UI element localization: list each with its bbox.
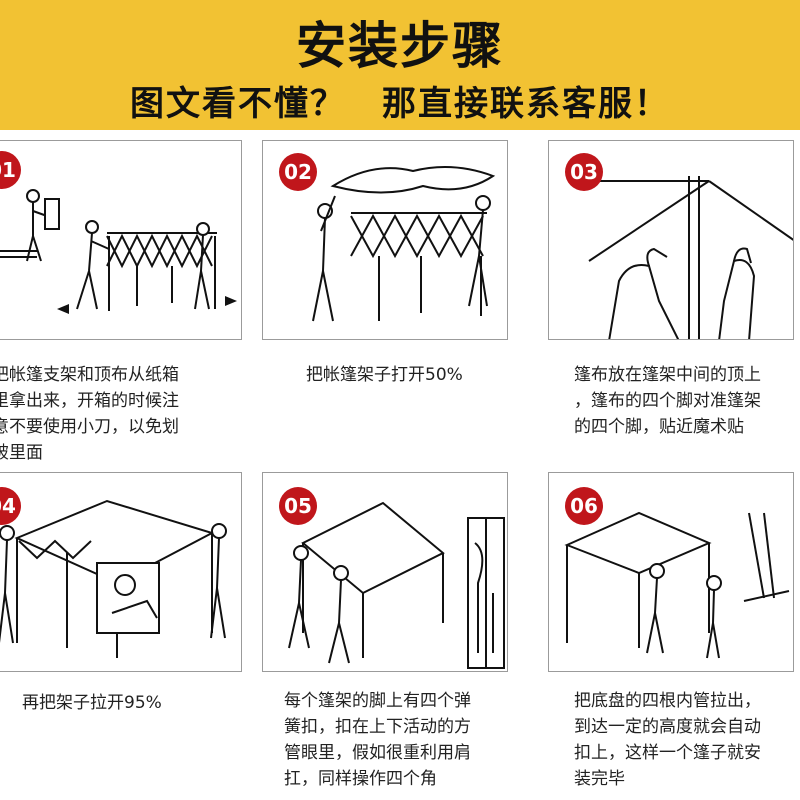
step-04-illustration: 04 [0,472,242,672]
step-06-illustration: 06 [548,472,794,672]
step-03-illustration: 03 [548,140,794,340]
step-05-badge: 05 [279,487,317,525]
step-01-caption: 把帐篷支架和顶布从纸箱 里拿出来，开箱的时候注 意不要使用小刀，以免划 破里面 [0,365,179,463]
step-04-drawing [0,499,227,658]
step-01-illustration: 01 [0,140,242,340]
step-05-illustration: 05 [262,472,508,672]
step-03-caption: 篷布放在篷架中间的顶上 ，篷布的四个脚对准篷架 的四个脚，贴近魔术贴 [574,365,761,437]
step-06-badge: 06 [565,487,603,525]
step-03-badge: 03 [565,153,603,191]
step-03-drawing [588,176,793,339]
step-02-illustration: 02 [262,140,508,340]
step-06-caption: 把底盘的四根内管拉出， 到达一定的高度就会自动 扣上，这样一个篷子就安 装完毕 [574,691,761,789]
step-05-caption: 每个篷架的脚上有四个弹 簧扣，扣在上下活动的方 管眼里，假如很重利用肩 扛，同样… [284,691,471,789]
step-05-drawing [288,501,505,669]
page-subtitle: 图文看不懂？ 那直接联系客服！ [130,84,670,124]
step-02-caption: 把帐篷架子打开50% [306,365,463,385]
header-banner: 安装步骤 图文看不懂？ 那直接联系客服！ [0,0,800,130]
step-01-drawing [0,189,237,314]
step-02-drawing [312,166,496,322]
step-06-drawing [564,511,790,659]
step-04-caption: 再把架子拉开95% [22,693,162,713]
step-04-badge: 04 [0,487,21,525]
step-02-badge: 02 [279,153,317,191]
step-01-badge: 01 [0,151,21,189]
page-title: 安装步骤 [296,16,504,75]
